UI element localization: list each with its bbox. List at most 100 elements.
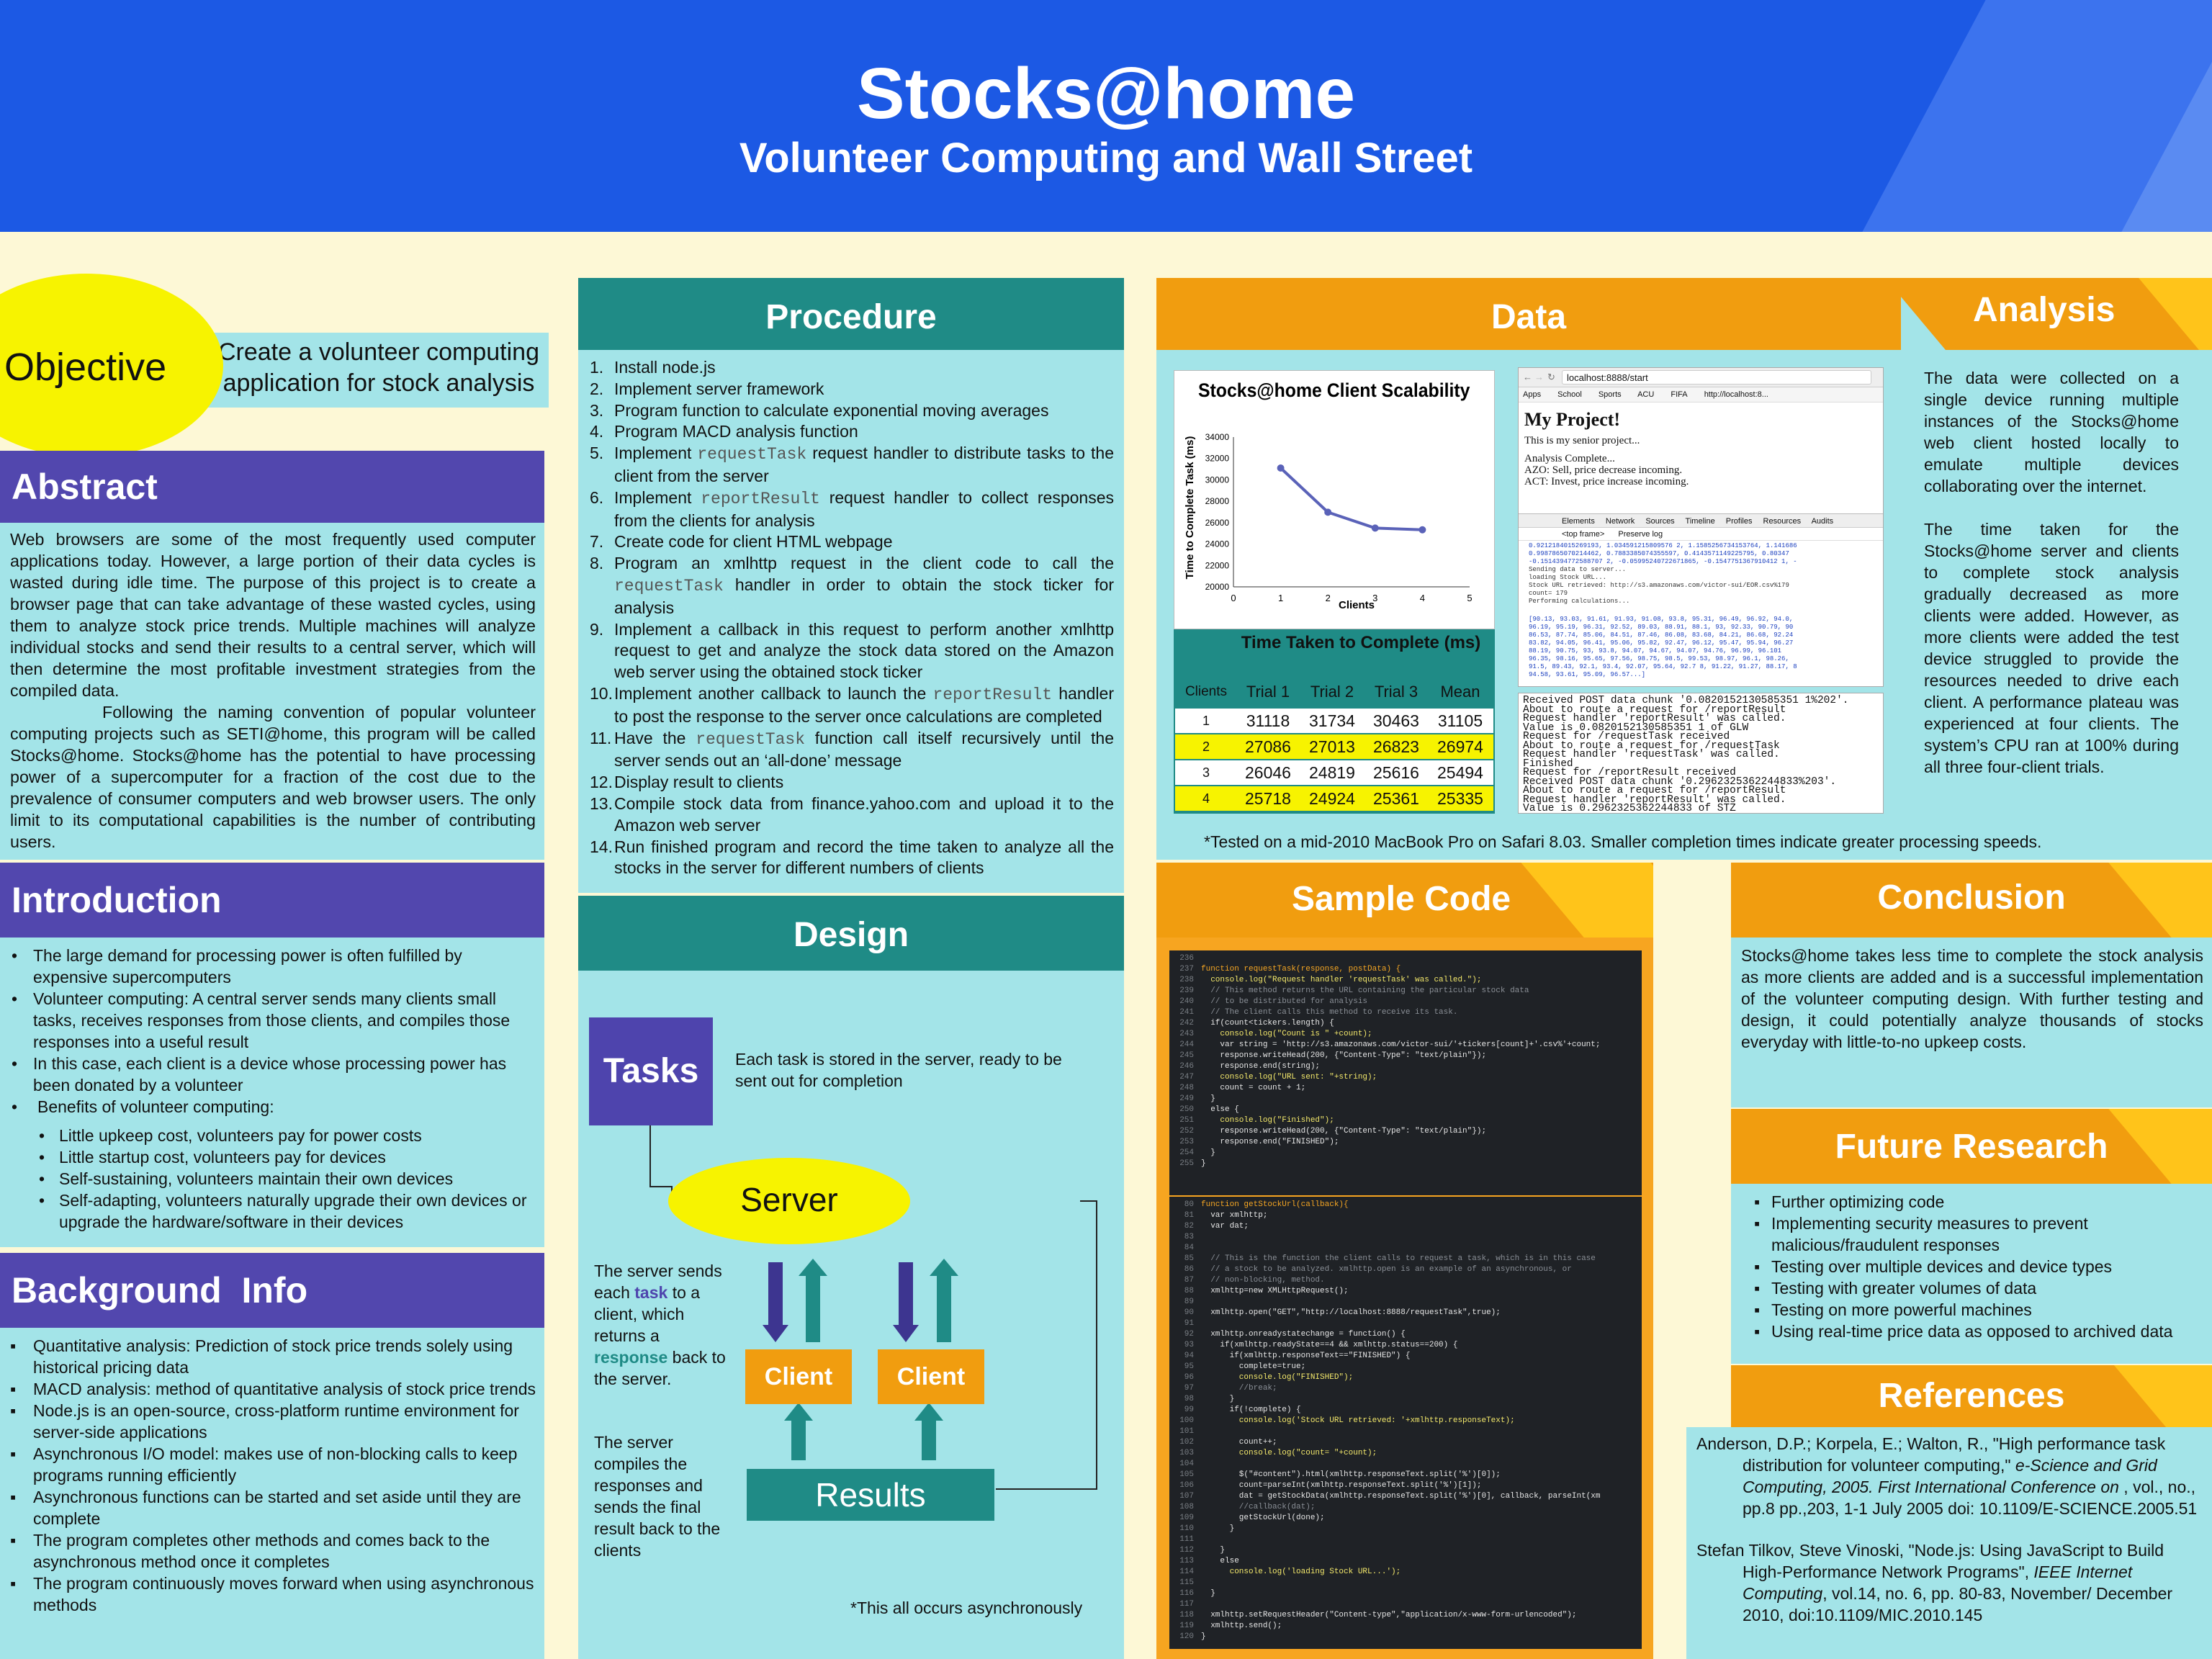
code-line: 98 } <box>1169 1394 1642 1405</box>
step-number: 5. <box>590 444 604 463</box>
procedure-step: 1.Install node.js <box>590 357 1114 379</box>
step-number: 13. <box>590 793 613 813</box>
code-line: 89 <box>1169 1297 1642 1308</box>
line-number: 82 <box>1184 1222 1194 1231</box>
code-line: 236 <box>1169 953 1642 964</box>
code-line: 93 if(xmlhttp.readyState==4 && xmlhttp.s… <box>1169 1340 1642 1351</box>
future-list: ▪Further optimizing code ▪Implementing s… <box>1741 1191 2203 1342</box>
code-line: 242 if(count<tickers.length) { <box>1169 1018 1642 1029</box>
code-line: 119 xmlhttp.send(); <box>1169 1621 1642 1632</box>
bookmark[interactable]: ACU <box>1637 390 1655 399</box>
x-tick-label: 5 <box>1467 593 1472 603</box>
step-number: 10. <box>590 683 613 703</box>
procedure-step: 13.Compile stock data from finance.yahoo… <box>590 793 1114 835</box>
line-number: 120 <box>1179 1632 1194 1641</box>
reference: Anderson, D.P.; Korpela, E.; Walton, R.,… <box>1696 1434 2198 1518</box>
back-icon[interactable]: ← <box>1523 372 1532 382</box>
line-number: 101 <box>1179 1427 1194 1436</box>
code-line: 99 if(!complete) { <box>1169 1405 1642 1416</box>
client-box: Client <box>878 1349 984 1404</box>
line-number: 93 <box>1184 1341 1194 1349</box>
code-text: console.log("FINISHED"); <box>1201 1373 1354 1382</box>
conclusion-title: Conclusion <box>1877 878 2066 917</box>
devtools-tab[interactable]: Network <box>1605 517 1635 526</box>
line-number: 91 <box>1184 1319 1194 1328</box>
poster-subtitle: Volunteer Computing and Wall Street <box>739 135 1473 181</box>
code-text: xmlhttp=new XMLHttpRequest(); <box>1201 1287 1349 1295</box>
line-number: 94 <box>1184 1352 1194 1360</box>
line-number: 98 <box>1184 1395 1194 1403</box>
devtools-tab[interactable]: Resources <box>1763 517 1802 526</box>
table-cell: 25616 <box>1373 763 1419 782</box>
code-line: 253 response.end("FINISHED"); <box>1169 1137 1642 1148</box>
address-bar[interactable]: localhost:8888/start <box>1562 370 1871 385</box>
bookmark[interactable]: Apps <box>1523 390 1542 399</box>
code-text: count = count + 1; <box>1201 1084 1306 1092</box>
preserve-log-checkbox[interactable]: Preserve log <box>1618 530 1663 539</box>
line-number: 238 <box>1179 976 1194 984</box>
code-line: 108 //callback(dat); <box>1169 1502 1642 1513</box>
bookmark[interactable]: FIFA <box>1671 390 1688 399</box>
table-cell: 27013 <box>1309 737 1355 756</box>
server-label: Server <box>740 1181 838 1218</box>
background-body: ▪Quantitative analysis: Prediction of st… <box>0 1328 544 1659</box>
code-text: //break; <box>1201 1384 1277 1393</box>
line-number: 253 <box>1179 1138 1194 1146</box>
devtools-tab[interactable]: Sources <box>1645 517 1675 526</box>
frame-select[interactable]: <top frame> <box>1562 530 1605 539</box>
references-title: References <box>1878 1377 2065 1415</box>
code-text: // This method returns the URL containin… <box>1201 986 1529 995</box>
reload-icon[interactable]: ↻ <box>1547 372 1555 382</box>
table-cell: 30463 <box>1373 711 1419 730</box>
log-line: Finished <box>1523 757 1573 770</box>
line-number: 119 <box>1179 1622 1194 1630</box>
data-table: Time Taken to Complete (ms) Clients Tria… <box>1174 629 1495 814</box>
up-arrow-icon <box>784 1403 813 1421</box>
code-text: var dat; <box>1201 1222 1249 1231</box>
background-title: Background Info <box>12 1270 308 1310</box>
poster-header: Stocks@home Volunteer Computing and Wall… <box>0 0 2212 232</box>
bookmark[interactable]: Sports <box>1598 390 1622 399</box>
client-box: Client <box>745 1349 852 1404</box>
console-line: Sending data to server... <box>1529 566 1627 573</box>
bookmark[interactable]: http://localhost:8... <box>1704 390 1768 399</box>
code-text: // non-blocking, method. <box>1201 1276 1325 1285</box>
background-list: ▪Quantitative analysis: Prediction of st… <box>9 1335 536 1616</box>
introduction-body: •The large demand for processing power i… <box>0 938 544 1247</box>
devtools-tab[interactable]: Elements <box>1562 517 1595 526</box>
code-line: 96 console.log("FINISHED"); <box>1169 1372 1642 1383</box>
table-cell: 1 <box>1202 714 1210 728</box>
devtools-tab[interactable]: Audits <box>1811 517 1834 526</box>
objective-oval <box>0 274 223 457</box>
forward-icon[interactable]: → <box>1534 372 1544 382</box>
code-text: // to be distributed for analysis <box>1201 997 1368 1006</box>
data-point <box>1371 524 1379 532</box>
procedure-step: 11.Have the requestTask function call it… <box>590 728 1114 770</box>
list-item: ▪Further optimizing code <box>1754 1192 1945 1211</box>
procedure-step: 6.Implement reportResult request handler… <box>590 487 1114 530</box>
future-title: Future Research <box>1835 1128 2108 1166</box>
table-cell: 2 <box>1202 739 1210 754</box>
code-identifier: reportResult <box>932 685 1053 704</box>
code-line: 252 response.writeHead(200, {"Content-Ty… <box>1169 1126 1642 1137</box>
console-line: 0.9212184015269193, 1.034591215809576 2,… <box>1529 542 1797 549</box>
code-line: 120} <box>1169 1632 1642 1642</box>
chart-title: Stocks@home Client Scalability <box>1198 380 1470 401</box>
console-line: 91.5, 89.43, 92.1, 93.4, 92.07, 95.64, 9… <box>1529 663 1797 670</box>
devtools-tab[interactable]: Profiles <box>1725 517 1753 526</box>
list-item: ▪The program completes other methods and… <box>10 1531 490 1571</box>
line-number: 254 <box>1179 1148 1194 1157</box>
list-item: ▪Testing on more powerful machines <box>1754 1300 2032 1319</box>
step-number: 12. <box>590 773 613 792</box>
design-header: Design <box>578 896 1124 971</box>
bookmark[interactable]: School <box>1557 390 1582 399</box>
code-line: 110 } <box>1169 1524 1642 1534</box>
procedure-step: 8.Program an xmlhttp request in the clie… <box>590 554 1114 617</box>
line-number: 115 <box>1179 1578 1194 1587</box>
step-number: 7. <box>590 532 604 552</box>
introduction-list: •The large demand for processing power i… <box>9 945 536 1118</box>
devtools-tab[interactable]: Timeline <box>1685 517 1715 526</box>
